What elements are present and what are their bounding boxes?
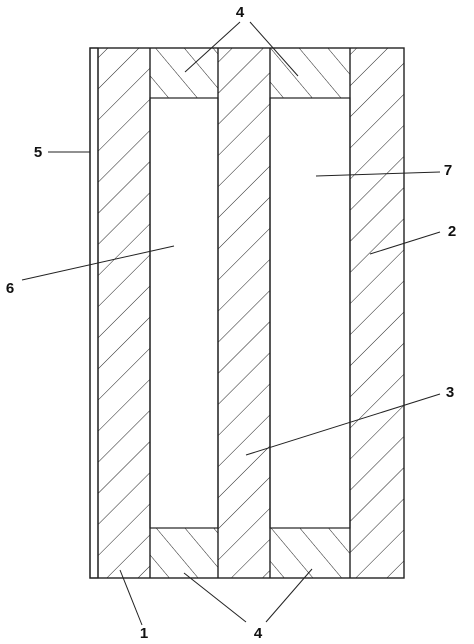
- label-4-top: 4: [236, 4, 245, 21]
- label-6: 6: [6, 280, 14, 297]
- leader-lines: [21, 21, 441, 626]
- left-wall-1: [98, 48, 150, 578]
- cavity-6: [149, 97, 219, 529]
- center-wall-3: [218, 48, 270, 578]
- outer-layer-5: [89, 47, 99, 579]
- label-1: 1: [140, 625, 148, 642]
- right-wall-2: [350, 48, 404, 578]
- label-7: 7: [444, 162, 452, 179]
- label-4-bottom: 4: [254, 625, 263, 642]
- top-cap-right-4: [270, 48, 350, 98]
- outer-outline: [89, 47, 405, 579]
- cavity-7: [269, 97, 351, 529]
- label-2: 2: [448, 223, 456, 240]
- bottom-cap-right-4: [270, 528, 350, 578]
- top-cap-left-4: [150, 48, 218, 98]
- bottom-cap-left-4: [150, 528, 218, 578]
- label-3: 3: [446, 384, 454, 401]
- label-5: 5: [34, 144, 42, 161]
